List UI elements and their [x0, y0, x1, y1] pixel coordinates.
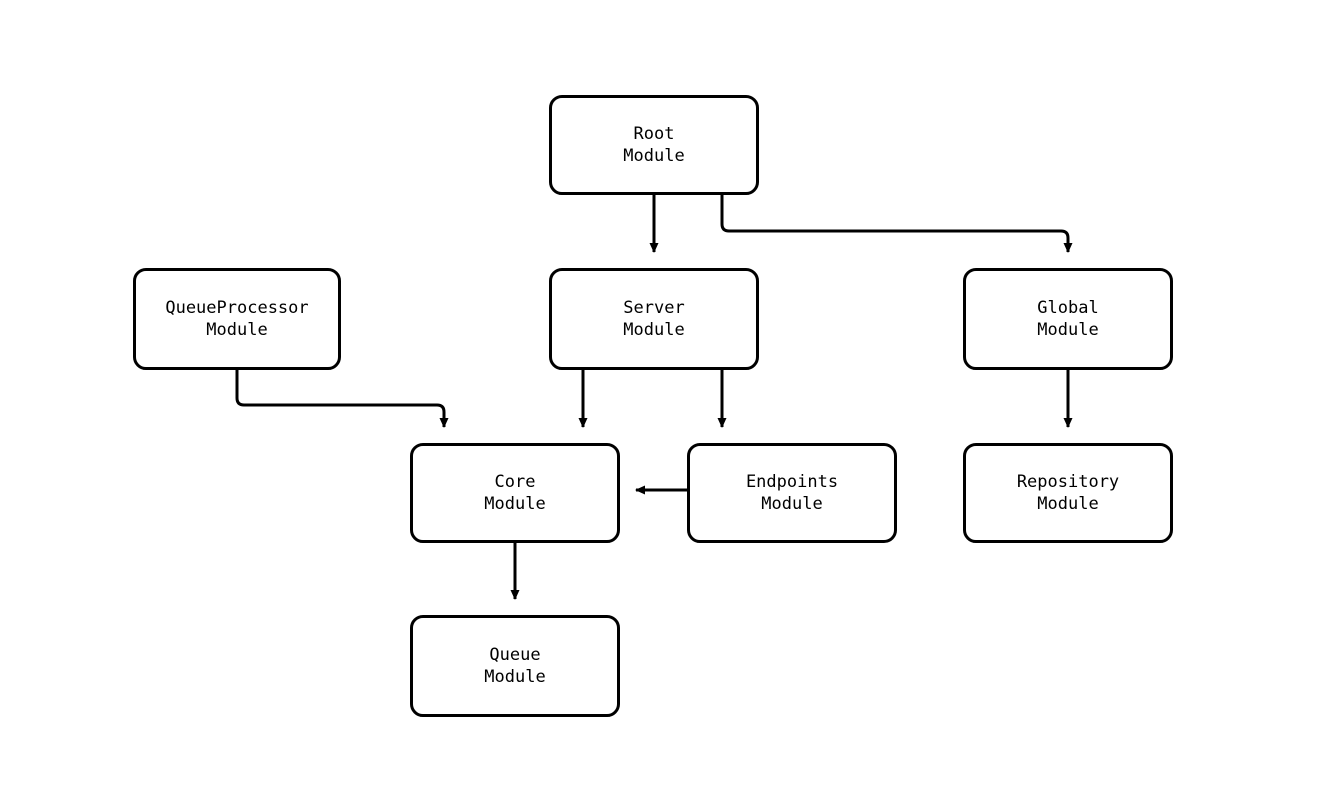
node-server-module-line2: Module: [623, 320, 685, 340]
node-core-module[interactable]: Core Module: [410, 443, 620, 543]
node-queueprocessor-module-line1: QueueProcessor: [165, 298, 309, 318]
node-endpoints-module-line2: Module: [761, 494, 823, 514]
node-root-module-line2: Module: [623, 146, 685, 166]
node-global-module[interactable]: Global Module: [963, 268, 1173, 370]
node-server-module-line1: Server: [623, 298, 685, 318]
node-queueprocessor-module-line2: Module: [206, 320, 268, 340]
node-repository-module[interactable]: Repository Module: [963, 443, 1173, 543]
node-repository-module-line1: Repository: [1016, 472, 1120, 492]
node-root-module-line1: Root: [633, 124, 675, 144]
node-endpoints-module[interactable]: Endpoints Module: [687, 443, 897, 543]
node-root-module[interactable]: Root Module: [549, 95, 759, 195]
node-queue-module[interactable]: Queue Module: [410, 615, 620, 717]
node-core-module-line1: Core: [494, 472, 536, 492]
node-repository-module-line2: Module: [1037, 494, 1099, 514]
node-global-module-line1: Global: [1037, 298, 1099, 318]
edge-queueprocessor-to-core: [235, 370, 449, 428]
node-server-module[interactable]: Server Module: [549, 268, 759, 370]
node-core-module-line2: Module: [484, 494, 546, 514]
node-endpoints-module-line1: Endpoints: [745, 472, 839, 492]
node-global-module-line2: Module: [1037, 320, 1099, 340]
node-queue-module-line2: Module: [484, 667, 546, 687]
node-queueprocessor-module[interactable]: QueueProcessor Module: [133, 268, 341, 370]
edge-root-to-global: [720, 195, 1073, 253]
node-queue-module-line1: Queue: [489, 645, 541, 665]
